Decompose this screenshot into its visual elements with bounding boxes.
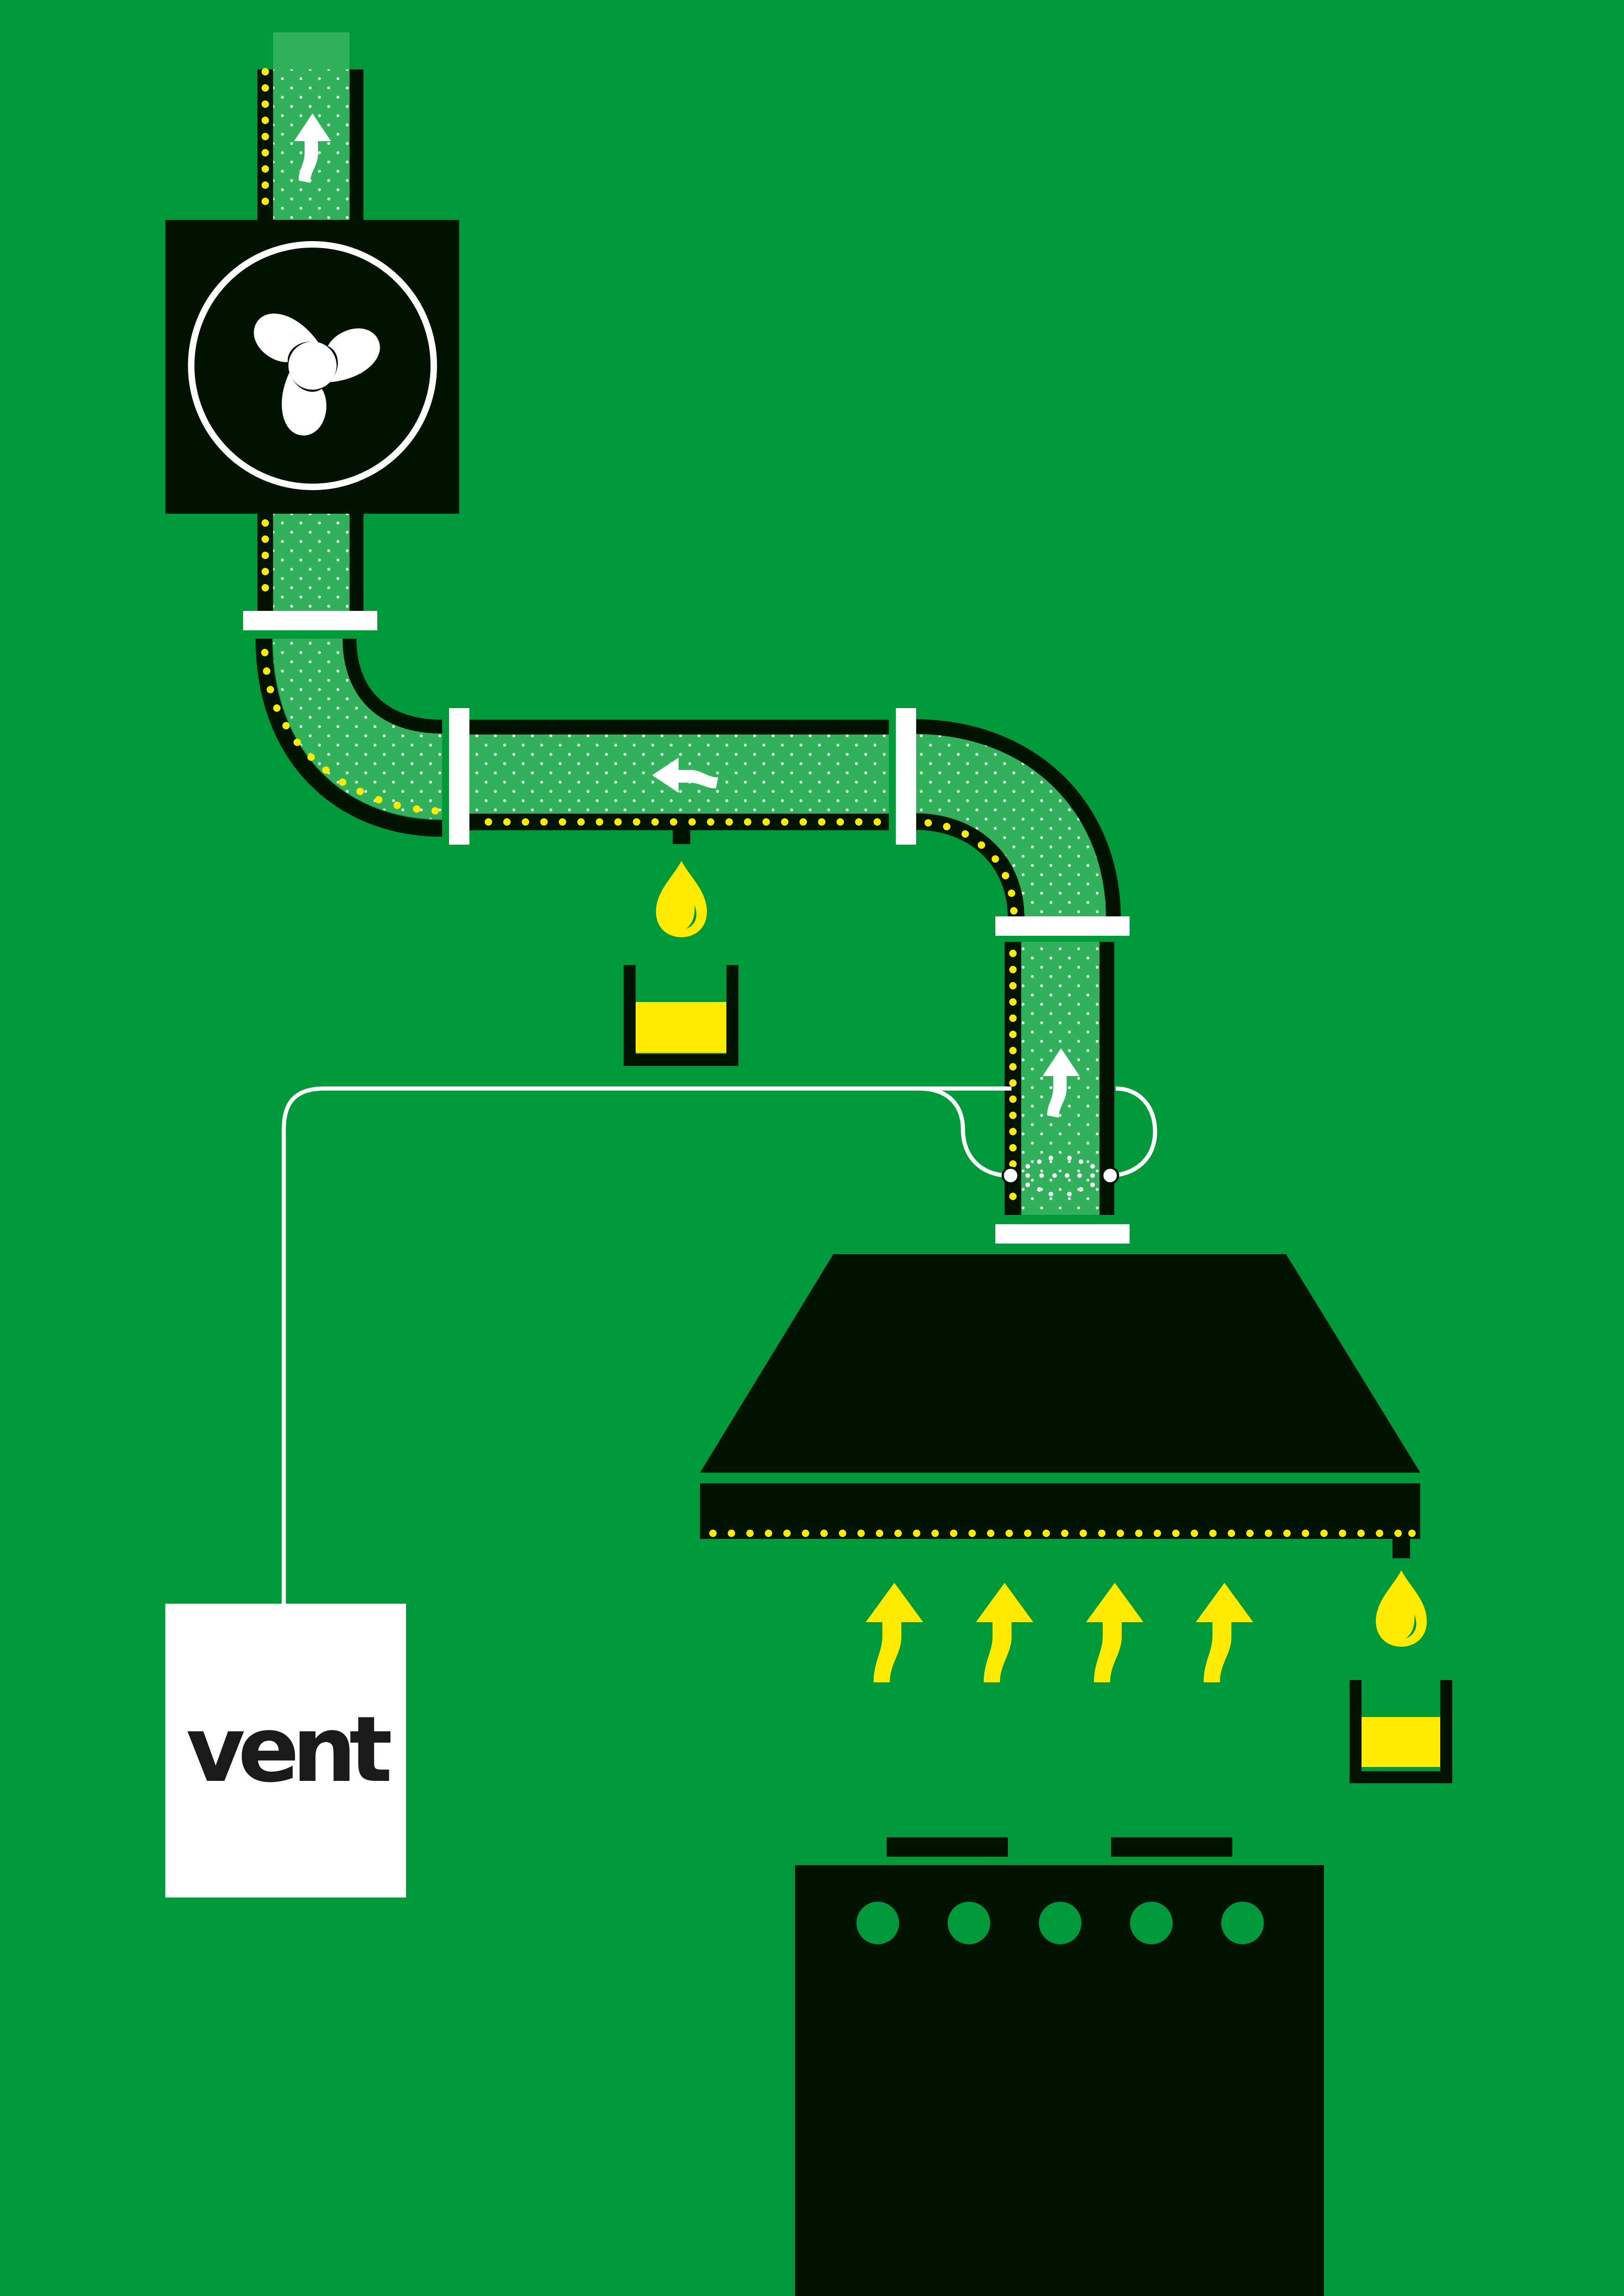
fan-unit bbox=[165, 220, 459, 514]
grease-drop-icon bbox=[656, 861, 707, 937]
stove-knobs bbox=[856, 1902, 1264, 1944]
duct-grease-trap bbox=[624, 828, 738, 1066]
stove bbox=[795, 1837, 1324, 2296]
stove-knob bbox=[856, 1902, 899, 1944]
heat-arrow-icon bbox=[976, 1583, 1033, 1682]
stove-burner bbox=[1111, 1837, 1232, 1857]
stove-knob bbox=[1130, 1902, 1173, 1944]
grease-tray-icon bbox=[1349, 1680, 1452, 1783]
stove-burner bbox=[887, 1837, 1008, 1857]
grease-drop-icon bbox=[1376, 1570, 1427, 1647]
grease-filter-dots bbox=[261, 68, 1018, 1200]
brand-logo-text: vent bbox=[186, 1697, 391, 1803]
stove-knob bbox=[948, 1902, 990, 1944]
heat-arrow-icon bbox=[1196, 1583, 1253, 1682]
stove-knob bbox=[1039, 1902, 1081, 1944]
spray-nozzle-icon bbox=[1001, 1156, 1119, 1196]
heat-arrows bbox=[866, 1583, 1253, 1682]
hood-grease-trap bbox=[1349, 1539, 1452, 1783]
hood-filter-dots bbox=[709, 1530, 1416, 1537]
extractor-hood bbox=[700, 1254, 1420, 1539]
stove-knob bbox=[1221, 1902, 1264, 1944]
control-wire bbox=[281, 1086, 1157, 1606]
grease-tray-icon bbox=[624, 965, 738, 1066]
heat-arrow-icon bbox=[1086, 1583, 1143, 1682]
duct-flanges bbox=[243, 611, 1130, 1244]
fan-icon bbox=[254, 313, 380, 436]
heat-arrow-icon bbox=[866, 1583, 923, 1682]
vent-control-box: vent bbox=[165, 1604, 406, 1898]
exhaust-duct bbox=[256, 32, 1121, 1215]
